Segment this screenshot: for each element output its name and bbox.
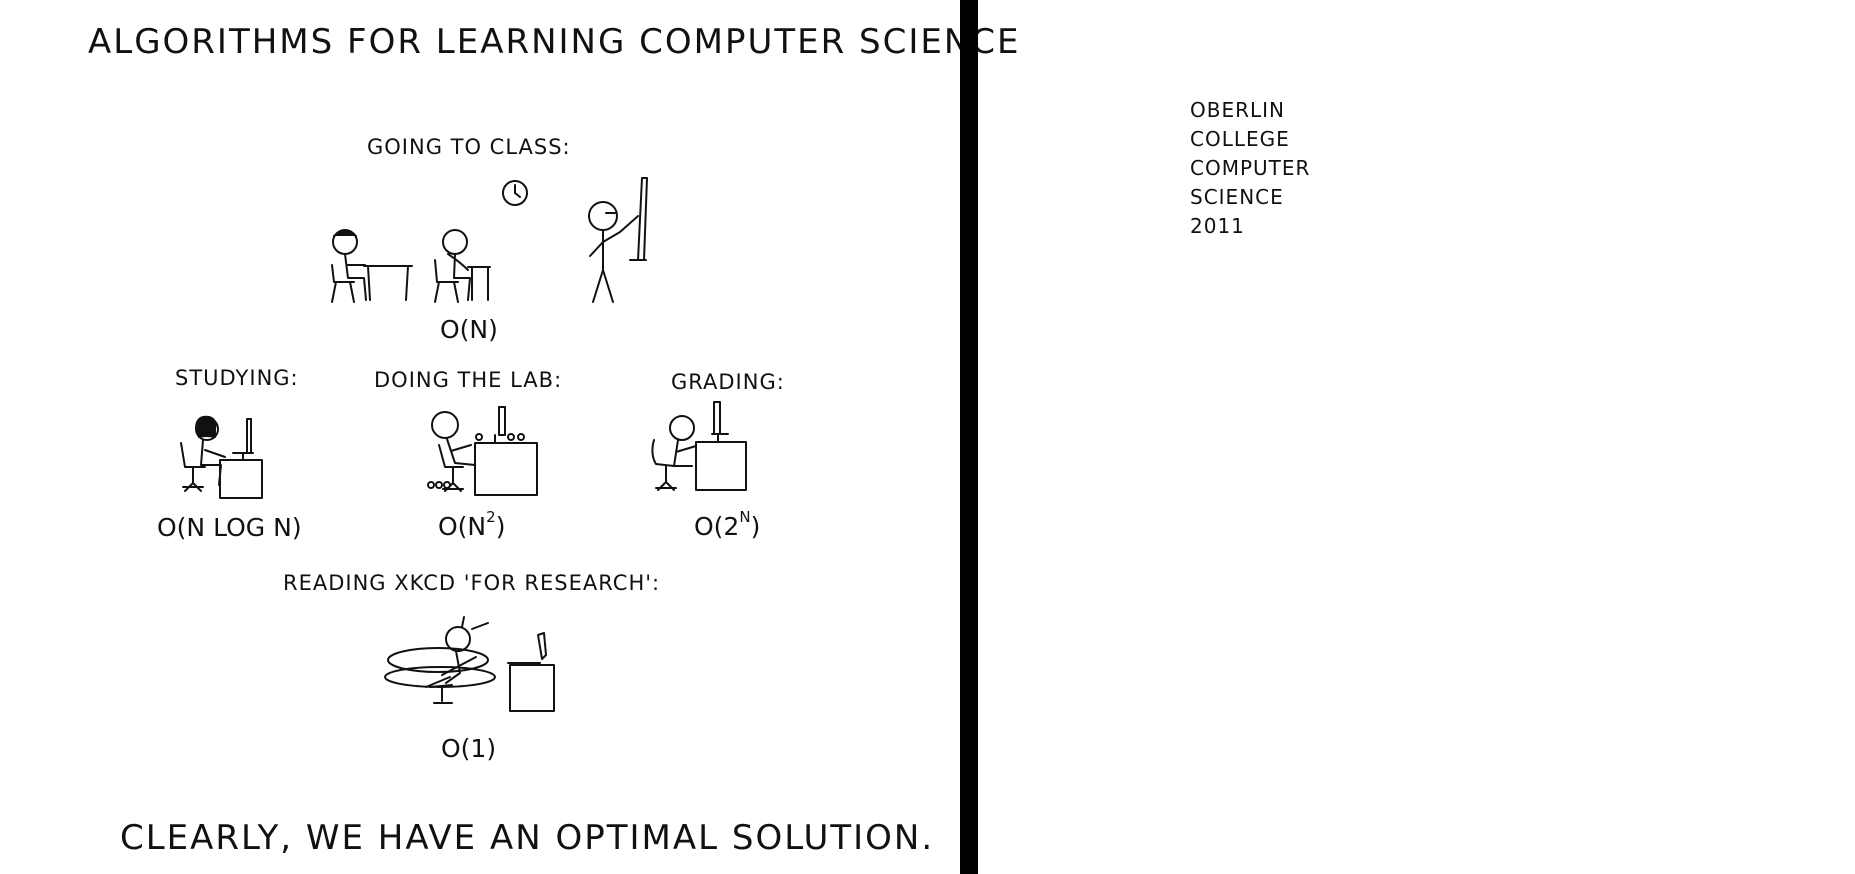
class-scene-drawing xyxy=(331,177,648,303)
class-complexity: O(N) xyxy=(440,315,498,344)
student-2 xyxy=(434,229,491,303)
lab-label: DOING THE LAB: xyxy=(374,368,563,392)
side-note-line: 2011 xyxy=(1190,214,1245,238)
side-note-line: OBERLIN xyxy=(1190,98,1285,122)
comic-title: ALGORITHMS FOR LEARNING COMPUTER SCIENCE xyxy=(88,22,1021,62)
side-note: OBERLIN COLLEGE COMPUTER SCIENCE 2011 xyxy=(1190,96,1310,241)
lab-complexity: O(N2) xyxy=(438,508,506,541)
grading-complexity: O(2N) xyxy=(694,508,761,541)
grading-drawing xyxy=(651,401,747,491)
studying-complexity: O(N LOG N) xyxy=(157,513,302,542)
side-note-line: SCIENCE xyxy=(1190,185,1284,209)
teacher xyxy=(588,201,639,303)
student-1 xyxy=(331,229,413,303)
vertical-divider xyxy=(960,0,978,874)
class-label: GOING TO CLASS: xyxy=(367,135,571,159)
xkcd-complexity: O(1) xyxy=(441,734,497,763)
conclusion-text: CLEARLY, WE HAVE AN OPTIMAL SOLUTION. xyxy=(120,818,935,858)
xkcd-label: READING XKCD 'FOR RESEARCH': xyxy=(283,571,661,595)
clock-icon xyxy=(502,180,528,206)
side-note-line: COMPUTER xyxy=(1190,156,1311,180)
studying-drawing xyxy=(180,415,263,499)
side-note-line: COLLEGE xyxy=(1190,127,1290,151)
grading-label: GRADING: xyxy=(671,370,785,394)
lab-drawing xyxy=(427,406,538,496)
xkcd-drawing xyxy=(384,616,555,712)
studying-label: STUDYING: xyxy=(175,366,299,390)
